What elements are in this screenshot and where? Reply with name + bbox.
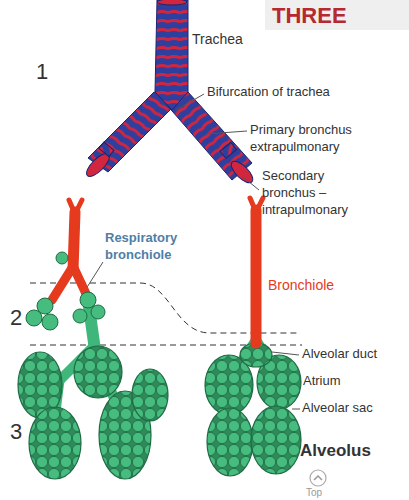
leader-line <box>176 94 204 110</box>
alveolus-bud <box>91 305 105 319</box>
chevron-icon <box>314 476 322 480</box>
bronchus-stub <box>99 142 114 156</box>
alveolar-sac <box>251 406 301 474</box>
alveolus-bud <box>42 314 58 330</box>
respiratory-bronchiole-tree <box>52 200 88 300</box>
part-label: Bronchiole <box>268 276 358 294</box>
button-circle <box>310 470 326 486</box>
leader-line <box>272 352 299 355</box>
title-band <box>265 0 409 30</box>
bronchus-cap <box>228 158 256 186</box>
budding-alveoli <box>26 252 105 330</box>
part-label: Primary bronchus extrapulmonary <box>250 122 370 156</box>
trachea-tube <box>155 0 188 110</box>
part-label: Trachea <box>192 30 272 48</box>
bronchus-stub <box>220 142 237 158</box>
callout-number: 2 <box>10 304 34 333</box>
alveolus-bud <box>26 310 42 326</box>
bronchiole-stem <box>73 212 75 270</box>
title: THREE <box>272 3 347 29</box>
alveolar-sac <box>74 346 122 398</box>
alveolus-bud <box>80 292 96 308</box>
part-label: Alveolar duct <box>302 346 402 363</box>
right-alveolar-cluster <box>205 343 301 476</box>
bronchiole-branch <box>52 268 72 300</box>
alveolus-bud <box>73 309 87 323</box>
part-label: Alveolar sac <box>302 400 402 417</box>
part-label: Alveolus <box>300 440 400 462</box>
trachea-cap <box>157 0 187 5</box>
bronchiole-tree <box>250 198 263 343</box>
alveolar-sac <box>29 407 81 479</box>
leader-line <box>292 409 300 410</box>
alveolus-bud <box>56 252 68 264</box>
part-label: Atrium <box>303 373 383 390</box>
bronchiole-tip <box>250 198 263 212</box>
leader-line <box>206 131 247 134</box>
button-label: Top <box>306 486 346 499</box>
alveolar-sac <box>132 369 168 421</box>
scroll-top-button <box>310 470 326 486</box>
leader-line <box>243 177 259 190</box>
bronchiole-stem <box>251 210 262 343</box>
callout-number: 1 <box>36 58 60 87</box>
part-label: Respiratory bronchiole <box>105 230 190 264</box>
callout-number: 3 <box>10 418 34 447</box>
alveolar-sac <box>207 408 253 476</box>
part-label: Bifurcation of trachea <box>207 84 397 101</box>
bronchiole-tip <box>69 200 82 214</box>
left-alveolar-cluster <box>18 346 168 479</box>
part-label: Secondary bronchus – intrapulmonary <box>262 168 366 219</box>
